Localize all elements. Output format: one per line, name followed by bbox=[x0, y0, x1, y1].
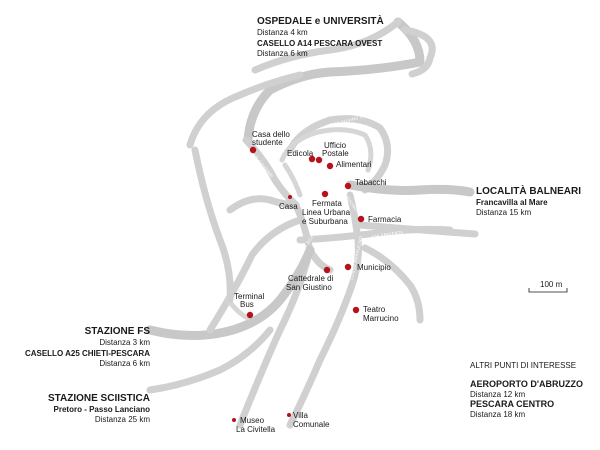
poi-alimentari[interactable]: Alimentari bbox=[326, 160, 372, 170]
road-salita bbox=[282, 162, 303, 198]
street-label: VIA SPAVENTA bbox=[371, 230, 403, 239]
destination-distance: Distanza 25 km bbox=[95, 415, 150, 424]
road-west-south bbox=[146, 326, 274, 394]
destination-title: STAZIONE SCIISTICA bbox=[48, 393, 150, 404]
road-northwest bbox=[186, 71, 304, 149]
road-west-far bbox=[191, 146, 234, 304]
road-west-loop bbox=[226, 195, 300, 214]
road-network bbox=[145, 17, 479, 429]
scale-line-icon bbox=[528, 288, 568, 293]
poi-farmacia[interactable]: Farmacia bbox=[357, 215, 402, 224]
destination-distance: Distanza 4 km bbox=[257, 28, 308, 37]
road-east-bend bbox=[361, 244, 424, 324]
destination-title: LOCALITÀ BALNEARI bbox=[476, 184, 581, 197]
poi-marker-icon bbox=[321, 190, 329, 198]
destination-title: OSPEDALE e UNIVERSITÀ bbox=[257, 14, 384, 27]
destination-north: OSPEDALE e UNIVERSITÀ Distanza 4 km CASE… bbox=[257, 14, 384, 58]
road-via-spaventa bbox=[296, 225, 454, 244]
poi-label: Farmacia bbox=[368, 215, 402, 224]
road-inner-loop bbox=[279, 127, 374, 173]
destination-east: LOCALITÀ BALNEARI Francavilla al Mare Di… bbox=[476, 184, 581, 217]
poi-marker-icon bbox=[288, 195, 292, 199]
poi-marker-icon bbox=[344, 263, 352, 271]
destination-distance: Distanza 6 km bbox=[99, 359, 150, 368]
poi-marker-icon bbox=[287, 413, 291, 417]
destination-title: STAZIONE FS bbox=[85, 326, 151, 337]
poi-tabacchi[interactable]: Tabacchi bbox=[344, 178, 387, 190]
road-corso-south bbox=[236, 246, 314, 429]
poi-label: Tabacchi bbox=[355, 178, 387, 187]
poi-marker-icon bbox=[246, 311, 254, 319]
poi-marker-icon bbox=[249, 146, 257, 154]
other-point-title: PESCARA CENTRO bbox=[470, 399, 554, 409]
poi-label: Alimentari bbox=[336, 160, 372, 169]
destination-distance: Distanza 3 km bbox=[99, 338, 150, 347]
poi-label: Edicola bbox=[287, 149, 314, 158]
poi-marker-icon bbox=[232, 418, 236, 422]
road-nw-loop bbox=[251, 18, 402, 74]
road-west-station bbox=[145, 245, 315, 341]
road-west-mid bbox=[206, 216, 304, 334]
poi-marker-icon bbox=[344, 182, 352, 190]
destination-place: Pretoro - Passo Lanciano bbox=[54, 405, 151, 414]
other-point-title: AEROPORTO D'ABRUZZO bbox=[470, 379, 583, 389]
scale-label: 100 m bbox=[540, 280, 563, 289]
destination-west-ski: STAZIONE SCIISTICA Pretoro - Passo Lanci… bbox=[48, 393, 150, 424]
other-points-panel: ALTRI PUNTI DI INTERESSE AEROPORTO D'ABR… bbox=[470, 361, 583, 419]
other-point-distance: Distanza 12 km bbox=[470, 390, 525, 399]
poi-label: Casa bbox=[279, 202, 298, 211]
road-north-branch bbox=[401, 26, 436, 78]
road-corso-marrucino bbox=[286, 191, 362, 429]
poi-marker-icon bbox=[357, 215, 365, 223]
poi-marker-icon bbox=[308, 155, 316, 163]
other-points-heading: ALTRI PUNTI DI INTERESSE bbox=[470, 361, 576, 370]
road-north-main bbox=[243, 17, 425, 145]
road-via-olivieri bbox=[286, 115, 392, 194]
scale-bar: 100 m bbox=[528, 280, 568, 293]
poi-edicola[interactable]: Edicola bbox=[287, 149, 316, 163]
poi-municipio[interactable]: Municipio bbox=[344, 263, 392, 272]
poi-marker-icon bbox=[326, 162, 334, 170]
road-east bbox=[345, 180, 475, 197]
destination-distance: Distanza 15 km bbox=[476, 208, 531, 217]
poi-label: Municipio bbox=[357, 263, 391, 272]
other-point-distance: Distanza 18 km bbox=[470, 410, 525, 419]
poi-casa[interactable]: Casa bbox=[279, 195, 298, 211]
destination-place: Francavilla al Mare bbox=[476, 198, 548, 207]
destination-title: CASELLO A14 PESCARA OVEST bbox=[257, 39, 382, 48]
destination-distance: Distanza 6 km bbox=[257, 49, 308, 58]
poi-marker-icon bbox=[323, 266, 331, 274]
destination-west-station: STAZIONE FS Distanza 3 km CASELLO A25 CH… bbox=[25, 326, 150, 368]
poi-marker-icon bbox=[315, 156, 323, 164]
poi-marker-icon bbox=[352, 306, 360, 314]
destination-title: CASELLO A25 CHIETI-PESCARA bbox=[25, 349, 150, 358]
